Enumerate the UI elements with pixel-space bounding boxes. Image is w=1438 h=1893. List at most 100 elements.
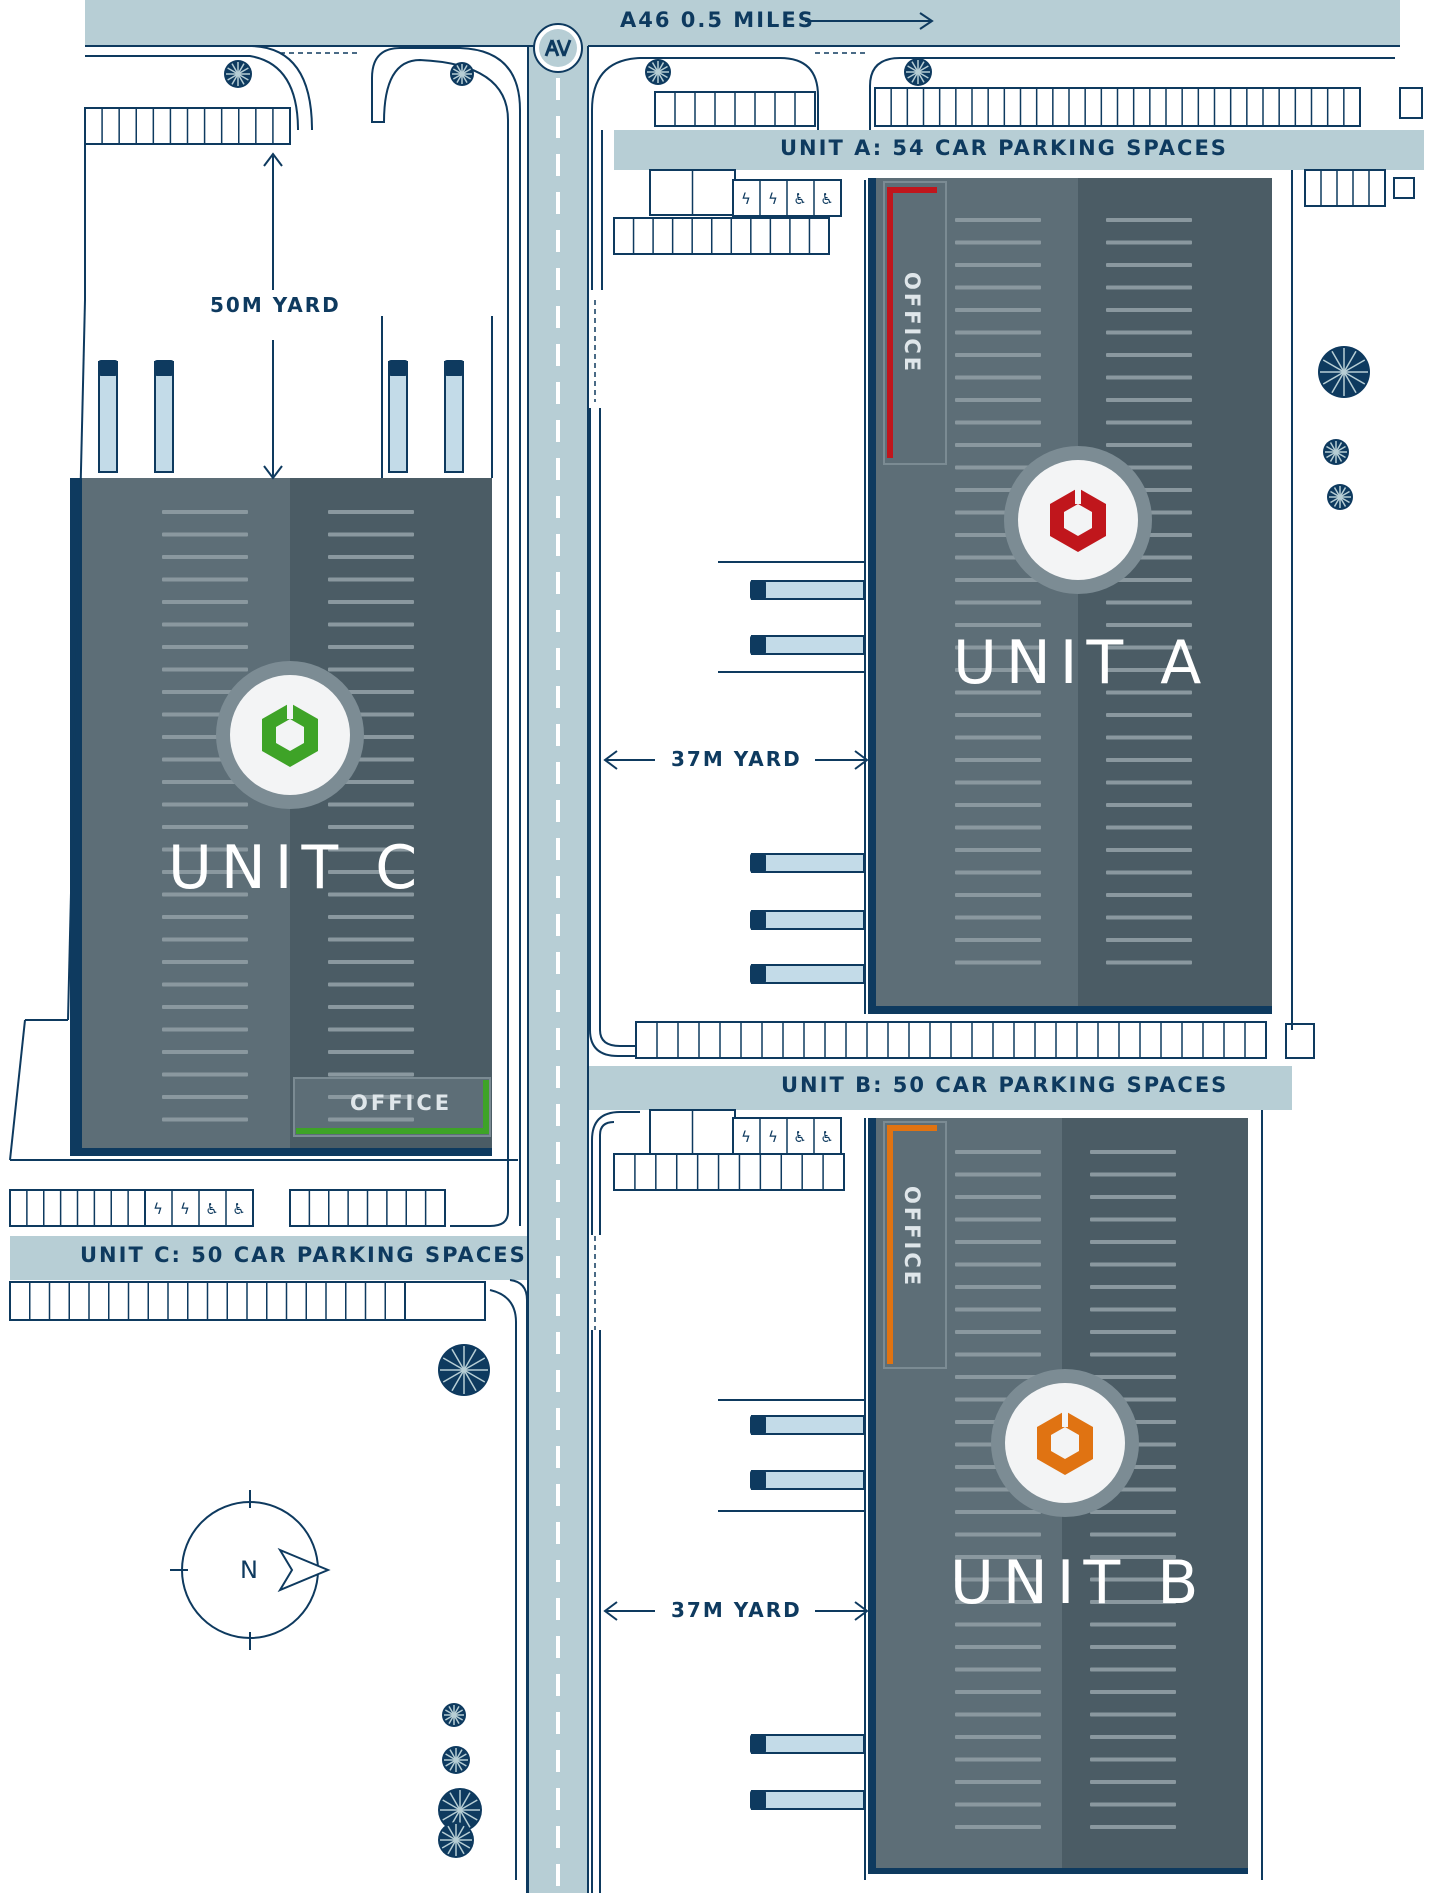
roof-stripe — [955, 398, 1041, 402]
road-outlines — [85, 45, 1400, 1893]
roof-stripe — [1106, 308, 1192, 312]
roof-stripe — [162, 847, 248, 852]
roof-stripe — [1090, 1150, 1176, 1154]
ev-charging-icon: ϟ — [153, 1200, 163, 1218]
north-arrow-icon — [277, 1547, 331, 1593]
unit-a-office-accent — [887, 187, 937, 458]
roof-stripe — [955, 1262, 1041, 1267]
unit-a-yard-label: 37M YARD — [671, 747, 802, 771]
lorry — [388, 360, 408, 473]
lorry — [750, 1790, 865, 1810]
accessible-parking-icon: ♿ — [205, 1200, 218, 1218]
unit-a-parking-label: UNIT A: 54 CAR PARKING SPACES — [780, 136, 1228, 160]
bay-row — [635, 1021, 1267, 1059]
roof-stripe — [1090, 1802, 1176, 1807]
roof-stripe — [955, 375, 1041, 380]
unit-b-parking-label: UNIT B: 50 CAR PARKING SPACES — [781, 1073, 1229, 1097]
roof-stripe — [1106, 578, 1192, 582]
roof-stripe — [1106, 375, 1192, 380]
roof-stripe — [955, 668, 1041, 672]
roof-stripe — [955, 1622, 1041, 1627]
roof-stripe — [1106, 960, 1192, 965]
roof-stripe — [1106, 420, 1192, 425]
roof-stripe — [162, 690, 248, 694]
tree-icon — [1318, 346, 1370, 398]
roof-stripe — [162, 1072, 248, 1077]
roof-stripe — [162, 555, 248, 559]
tree-icon — [904, 58, 932, 86]
roof-stripe — [162, 1005, 248, 1009]
roof-stripe — [1090, 1780, 1176, 1784]
roof-stripe — [1106, 285, 1192, 290]
roof-stripe — [955, 1330, 1041, 1334]
roof-stripe — [955, 713, 1041, 717]
roof-stripe — [328, 510, 414, 514]
roof-stripe — [955, 1150, 1041, 1154]
unit-a-office — [883, 181, 947, 465]
roof-stripe — [955, 465, 1041, 470]
lorry — [98, 360, 118, 473]
compass-north-letter: N — [240, 1556, 258, 1584]
roof-stripe — [955, 578, 1041, 582]
ev-charging-icon: ϟ — [768, 1128, 778, 1146]
roof-stripe — [1106, 600, 1192, 605]
yard-lines — [9, 110, 1293, 1880]
roof-stripe — [1106, 218, 1192, 222]
dashed-markings — [280, 52, 866, 1330]
roof-stripe — [162, 802, 248, 807]
roof-stripe — [1106, 645, 1192, 650]
roof-stripe — [1090, 1195, 1176, 1199]
roof-stripe — [955, 758, 1041, 762]
unit-b-yard-label: 37M YARD — [671, 1598, 802, 1622]
roof-stripe — [162, 1095, 248, 1099]
roof-stripe — [955, 690, 1041, 695]
roof-stripe — [328, 847, 414, 852]
roof-stripe — [1106, 758, 1192, 762]
roof-stripe — [955, 645, 1041, 650]
roof-stripe — [328, 622, 414, 627]
roof-stripe — [328, 532, 414, 537]
roof-stripe — [1090, 1645, 1176, 1649]
tree-icon — [442, 1703, 466, 1727]
roof-stripe — [955, 1780, 1041, 1784]
roof-stripe — [955, 1240, 1041, 1244]
unit-a-label: UNIT A — [953, 628, 1211, 698]
roof-stripe — [1090, 1307, 1176, 1312]
unit-a-building[interactable] — [868, 178, 1272, 1014]
roof-stripe — [328, 667, 414, 672]
lorry — [750, 1415, 865, 1435]
roof-stripe — [1090, 1172, 1176, 1177]
roof-stripe — [162, 937, 248, 942]
unit-b-parking-road — [588, 1066, 1292, 1110]
roof-stripe — [328, 1095, 414, 1099]
roof-stripe — [162, 1050, 248, 1054]
roof-stripe — [955, 735, 1041, 740]
roof-stripe — [955, 780, 1041, 785]
roof-stripe — [328, 780, 414, 784]
direction-arrows-icon[interactable] — [533, 23, 583, 73]
unit-c-building[interactable] — [70, 478, 492, 1156]
unit-c-label: UNIT C — [168, 833, 427, 903]
bay-row — [289, 1189, 446, 1227]
roof-stripe — [955, 443, 1041, 447]
roof-stripe — [955, 218, 1041, 222]
roof-stripe — [1090, 1510, 1176, 1514]
roof-stripe — [955, 1802, 1041, 1807]
roof-stripe — [162, 780, 248, 784]
roof-stripe — [1106, 803, 1192, 807]
roof-stripe — [1090, 1262, 1176, 1267]
roof-stripe — [955, 600, 1041, 605]
roof-stripe — [1090, 1375, 1176, 1379]
roof-stripe — [955, 353, 1041, 357]
roof-stripe — [955, 330, 1041, 335]
unit-a-parking-road — [614, 130, 1424, 170]
roof-stripe — [328, 960, 414, 964]
roof-stripe — [955, 1667, 1041, 1672]
roof-stripe — [328, 892, 414, 897]
bay-row — [1304, 169, 1386, 207]
lorry — [750, 1734, 865, 1754]
roof-stripe — [955, 1352, 1041, 1357]
